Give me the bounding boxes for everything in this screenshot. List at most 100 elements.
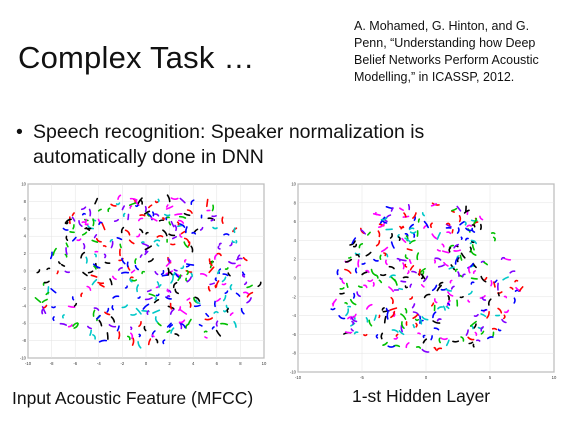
trajectory-mark <box>412 212 417 219</box>
y-tick-label: -10 <box>20 356 27 361</box>
trajectory-mark <box>217 245 221 250</box>
trajectory-mark <box>400 321 405 329</box>
trajectory-mark <box>147 258 154 263</box>
trajectory-mark <box>128 239 135 245</box>
trajectory-mark <box>409 283 413 288</box>
trajectory-mark <box>154 316 159 323</box>
trajectory-mark <box>411 270 417 274</box>
trajectory-mark <box>421 316 429 321</box>
y-tick-label: 8 <box>294 200 297 205</box>
trajectory-mark <box>87 325 92 330</box>
trajectory-mark <box>214 253 218 260</box>
trajectory-mark <box>423 293 431 299</box>
trajectory-mark <box>207 286 211 292</box>
trajectory-mark <box>479 215 484 221</box>
trajectory-mark <box>436 284 442 292</box>
trajectory-mark <box>460 252 466 259</box>
y-tick-label: 2 <box>294 257 297 262</box>
trajectory-mark <box>186 297 191 301</box>
trajectory-mark <box>345 331 353 334</box>
trajectory-mark <box>71 212 75 217</box>
trajectory-mark <box>140 241 145 244</box>
trajectory-mark <box>141 242 150 247</box>
trajectory-mark <box>178 223 186 228</box>
trajectory-mark <box>372 213 381 216</box>
trajectory-mark <box>504 309 510 314</box>
trajectory-mark <box>442 305 446 311</box>
trajectory-mark <box>500 256 506 260</box>
trajectory-mark <box>152 211 155 217</box>
trajectory-mark <box>470 277 478 280</box>
trajectory-mark <box>470 239 477 245</box>
trajectory-mark <box>143 325 147 332</box>
trajectory-mark <box>361 271 368 276</box>
trajectory-mark <box>34 297 42 303</box>
trajectory-mark <box>174 333 180 337</box>
trajectory-mark <box>121 257 126 265</box>
trajectory-mark <box>390 310 396 319</box>
trajectory-mark <box>124 229 131 236</box>
trajectory-mark <box>246 297 252 304</box>
trajectory-mark <box>465 227 473 232</box>
trajectory-mark <box>92 263 101 269</box>
trajectory-mark <box>119 243 122 249</box>
x-tick-label: 10 <box>262 361 267 366</box>
trajectory-mark <box>172 272 176 276</box>
mfcc-caption: Input Acoustic Feature (MFCC) <box>12 388 254 408</box>
trajectory-mark <box>141 270 145 275</box>
trajectory-mark <box>380 217 388 221</box>
trajectory-mark <box>212 226 218 230</box>
trajectory-mark <box>82 243 86 250</box>
citation-line: Penn, “Understanding how Deep <box>354 36 536 50</box>
trajectory-mark <box>166 288 170 293</box>
trajectory-mark <box>344 302 348 305</box>
trajectory-mark <box>365 251 372 257</box>
trajectory-mark <box>431 302 435 307</box>
trajectory-mark <box>367 279 374 283</box>
trajectory-mark <box>179 197 186 204</box>
trajectory-mark <box>416 252 420 261</box>
trajectory-mark <box>408 223 414 230</box>
trajectory-mark <box>352 243 358 248</box>
trajectory-mark <box>390 241 395 249</box>
trajectory-mark <box>91 239 99 243</box>
trajectory-mark <box>110 240 114 249</box>
trajectory-mark <box>177 219 185 224</box>
trajectory-mark <box>431 233 438 240</box>
trajectory-mark <box>170 220 175 228</box>
trajectory-mark <box>187 318 192 325</box>
trajectory-mark <box>167 258 171 264</box>
trajectory-mark <box>102 245 107 248</box>
trajectory-mark <box>358 243 364 249</box>
trajectory-mark <box>400 324 403 333</box>
trajectory-mark <box>404 237 412 243</box>
trajectory-mark <box>174 288 179 295</box>
trajectory-mark <box>480 275 487 283</box>
trajectory-mark <box>191 231 197 235</box>
trajectory-mark <box>339 292 345 295</box>
trajectory-mark <box>86 285 92 291</box>
trajectory-mark <box>160 270 165 276</box>
trajectory-mark <box>112 295 120 299</box>
trajectory-mark <box>101 222 106 231</box>
trajectory-mark <box>350 316 358 323</box>
trajectory-mark <box>155 285 160 289</box>
trajectory-mark <box>193 304 201 308</box>
trajectory-mark <box>156 321 162 327</box>
trajectory-mark <box>226 308 229 313</box>
trajectory-mark <box>449 279 453 284</box>
trajectory-mark <box>514 279 519 283</box>
trajectory-mark <box>223 233 230 236</box>
trajectory-mark <box>90 274 98 278</box>
trajectory-mark <box>73 322 79 329</box>
trajectory-mark <box>458 215 462 223</box>
trajectory-mark <box>148 293 156 297</box>
trajectory-mark <box>110 203 117 207</box>
trajectory-mark <box>176 221 180 226</box>
x-tick-label: -4 <box>97 361 101 366</box>
trajectory-mark <box>420 273 426 280</box>
trajectory-mark <box>408 227 415 231</box>
trajectory-mark <box>404 263 408 268</box>
